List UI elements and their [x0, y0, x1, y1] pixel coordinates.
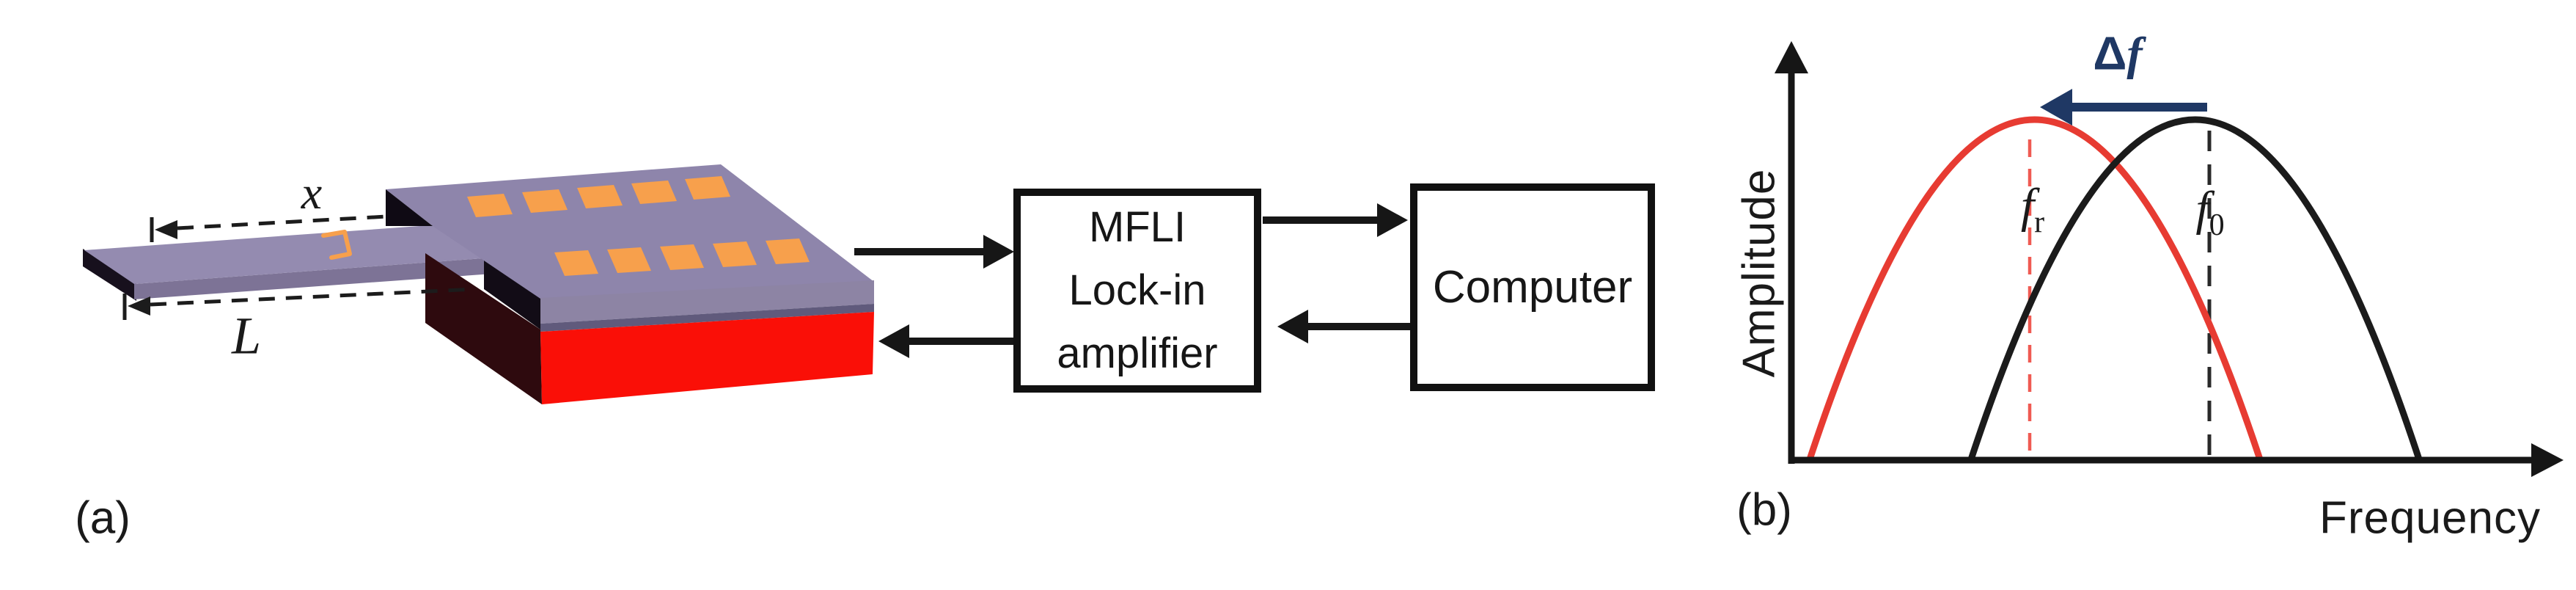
pad-row-back	[467, 176, 730, 217]
dimension-x-label: x	[301, 167, 323, 219]
arrow-device-to-mfli	[854, 235, 1014, 269]
dimension-L-label: L	[231, 306, 262, 365]
chip-front-edge	[540, 280, 874, 324]
dim-x-dashed-line	[177, 214, 387, 230]
pad-row-front	[554, 238, 810, 276]
mfli-box-line: MFLI	[1088, 203, 1186, 251]
contact-bracket-mark	[321, 230, 352, 260]
contact-pad	[577, 185, 623, 208]
delta-f-arrowhead-icon	[2040, 89, 2072, 125]
panel-a-label: (a)	[75, 492, 131, 544]
chip-substrate-front	[540, 312, 874, 404]
x-axis-arrowhead-icon	[2531, 443, 2564, 477]
beam-end-face	[83, 249, 136, 301]
contact-pad	[766, 238, 810, 264]
panel-b-label: (b)	[1736, 484, 1792, 536]
arrowhead-right-icon	[983, 235, 1014, 269]
arrowhead-left-icon	[1277, 310, 1308, 343]
mfli-box-line: Lock-in	[1068, 266, 1206, 314]
x-axis-title: Frequency	[2319, 492, 2541, 544]
dim-L-arrowhead-icon	[128, 296, 150, 316]
y-axis	[1775, 41, 1808, 464]
delta-f-arrow	[2040, 89, 2207, 125]
contact-pad	[467, 194, 513, 217]
arrowhead-left-icon	[878, 324, 909, 358]
dim-x-arrowhead-icon	[155, 220, 177, 239]
y-axis-title: Amplitude	[1733, 168, 1785, 378]
arrow-mfli-to-device	[878, 324, 1013, 358]
resonance-curve-shifted	[1806, 116, 2264, 461]
dimension-L	[122, 287, 476, 320]
arrow-computer-to-mfli	[1277, 310, 1410, 343]
f0-subscript: 0	[2209, 208, 2225, 243]
peak-label-fr: fr	[2020, 178, 2044, 238]
arrowhead-right-icon	[1377, 203, 1408, 237]
chip-front-slate	[540, 304, 874, 332]
contact-pad	[522, 189, 568, 213]
signal-arrows	[854, 203, 1410, 358]
cantilever-device	[83, 164, 874, 404]
contact-pad	[607, 247, 651, 273]
contact-pad	[660, 244, 704, 270]
x-axis	[1788, 443, 2564, 477]
beam-top-face	[84, 225, 493, 284]
resonance-curve-natural	[1967, 116, 2423, 461]
delta-f-label: Δf	[2093, 26, 2142, 81]
contact-pad	[713, 241, 757, 267]
fr-subscript: r	[2034, 205, 2045, 240]
delta-symbol: Δ	[2093, 26, 2127, 80]
contact-pad	[685, 176, 730, 200]
beam-front-face	[134, 258, 493, 299]
mfli-box-line: amplifier	[1057, 329, 1218, 377]
computer-box: Computer	[1410, 183, 1655, 391]
peak-label-f0: f0	[2195, 181, 2224, 241]
delta-f-symbol: f	[2127, 27, 2143, 80]
resonance-plot	[1775, 41, 2564, 477]
contact-pad	[554, 250, 598, 276]
contact-pad	[631, 181, 677, 204]
arrow-mfli-to-computer	[1263, 203, 1408, 237]
computer-box-label: Computer	[1432, 262, 1633, 313]
mfli-lockin-amplifier-box: MFLI Lock-in amplifier	[1013, 189, 1261, 393]
chip-notch-shadow	[386, 189, 433, 226]
y-axis-arrowhead-icon	[1775, 41, 1808, 73]
fr-symbol: f	[2020, 179, 2035, 233]
f0-symbol: f	[2195, 182, 2209, 236]
dimension-x	[150, 214, 387, 242]
chip-step-shadow	[484, 258, 540, 329]
